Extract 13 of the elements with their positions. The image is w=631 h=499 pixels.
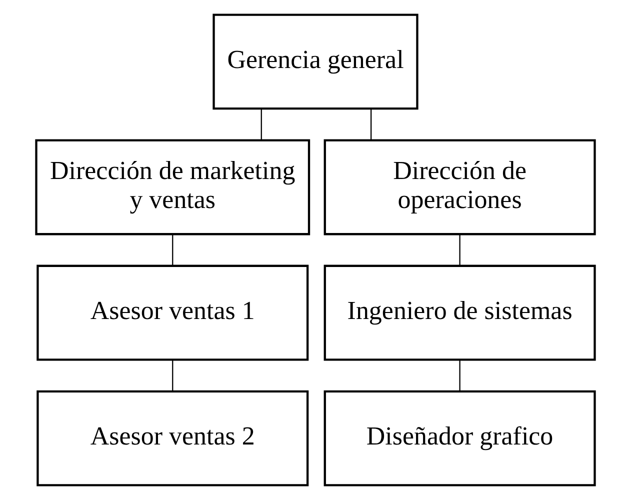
connector	[370, 108, 372, 140]
node-box: Dirección de operaciones	[324, 138, 596, 235]
node-box: Dirección de marketing y ventas	[35, 138, 310, 235]
connector	[459, 234, 460, 266]
node-box: Asesor ventas 2	[36, 390, 309, 486]
node-box: Diseñador grafico	[324, 390, 596, 486]
connector	[260, 108, 262, 140]
connector	[172, 234, 174, 266]
node-box: Asesor ventas 1	[36, 264, 309, 360]
connector	[172, 360, 174, 391]
node-box: Ingeniero de sistemas	[324, 264, 596, 360]
node-box: Gerencia general	[212, 13, 418, 110]
connector	[459, 360, 460, 391]
